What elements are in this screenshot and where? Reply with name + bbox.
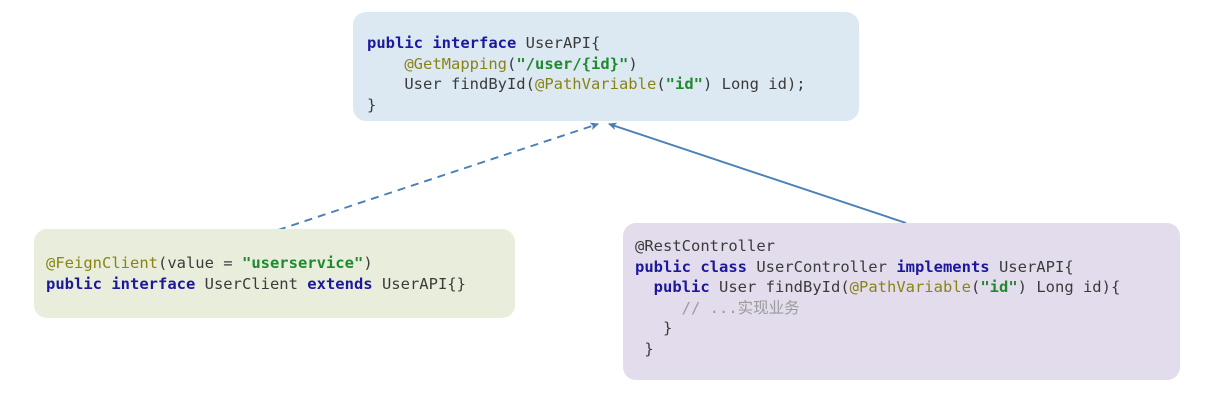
code-token: (value = (157, 254, 242, 272)
code-token: } (635, 339, 654, 358)
code-line: public class UserController implements U… (635, 257, 1180, 278)
code-token: ( (656, 75, 666, 93)
code-box-userapi: public interface UserAPI{ @GetMapping("/… (353, 12, 859, 121)
code-token: ( (506, 54, 517, 73)
code-token: @PathVariable (534, 75, 657, 93)
code-token: UserAPI{} (381, 274, 466, 293)
code-token (635, 299, 682, 317)
connector-client-to-api (277, 122, 599, 231)
code-token: ( (970, 278, 981, 296)
code-token: ) Long id); (702, 75, 806, 93)
code-box-usercontroller: @RestController public class UserControll… (623, 223, 1180, 380)
code-token: public interface (46, 274, 205, 293)
code-line: public interface UserAPI{ (367, 33, 859, 54)
code-line: } (635, 339, 1180, 360)
code-line: @FeignClient(value = "userservice") (46, 253, 515, 274)
code-token: public (653, 278, 719, 296)
code-line: public interface UserClient extends User… (46, 274, 515, 295)
code-token (635, 278, 654, 296)
code-token: ) Long id){ (1017, 278, 1121, 296)
code-line: } (635, 318, 1180, 339)
code-token: public interface (367, 34, 526, 52)
code-token: UserController (756, 257, 897, 276)
code-token: UserAPI{ (998, 257, 1074, 276)
code-line: // ...实现业务 (635, 298, 1180, 319)
code-token: @FeignClient (46, 254, 158, 272)
code-box-userclient: @FeignClient(value = "userservice")publi… (34, 229, 515, 318)
code-token: @PathVariable (849, 278, 971, 296)
code-token: extends (307, 274, 382, 293)
code-token: "id" (665, 75, 703, 93)
code-token: ) (628, 54, 638, 73)
code-token (367, 55, 404, 73)
code-token: UserClient (204, 274, 308, 293)
code-token: @RestController (635, 237, 775, 255)
code-token: } (367, 95, 377, 114)
code-line: @GetMapping("/user/{id}") (367, 54, 859, 75)
code-token: User findById( (719, 278, 850, 296)
code-token: "userservice" (241, 254, 364, 272)
code-token: implements (896, 257, 999, 276)
code-token: "/user/{id}" (516, 54, 629, 73)
code-line: public User findById(@PathVariable("id")… (635, 277, 1180, 298)
code-token: User findById( (367, 75, 535, 93)
code-token: public class (635, 257, 757, 276)
code-line: @RestController (635, 236, 1180, 257)
code-line: } (367, 95, 859, 116)
code-token: "id" (980, 278, 1018, 296)
code-line: User findById(@PathVariable("id") Long i… (367, 74, 859, 95)
code-token: @GetMapping (404, 54, 507, 73)
code-token: // ...实现业务 (681, 298, 800, 317)
connector-controller-to-api (608, 122, 907, 224)
code-token: } (635, 319, 673, 337)
code-token: UserAPI{ (525, 34, 601, 52)
code-token: ) (363, 254, 373, 272)
